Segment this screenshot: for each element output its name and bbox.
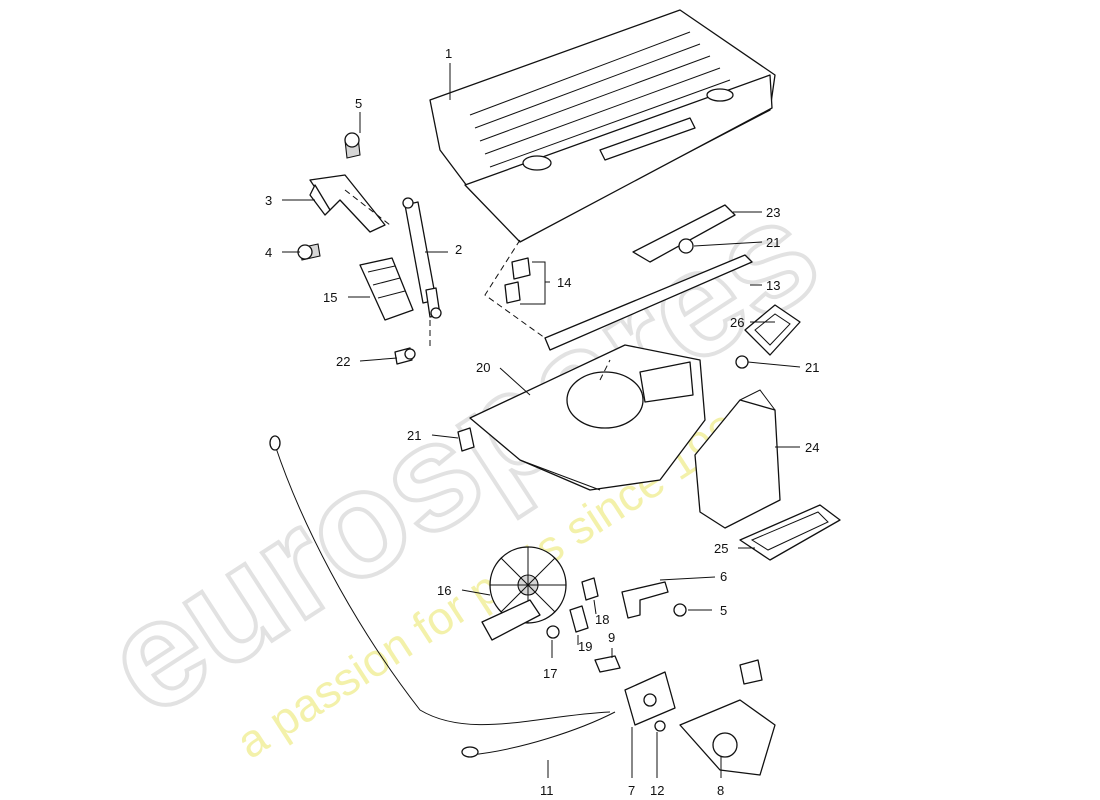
hinge-assembly bbox=[297, 132, 386, 261]
seal-strip bbox=[544, 254, 753, 351]
engine-lid-grille bbox=[429, 9, 776, 243]
callout-16: 16 bbox=[437, 583, 451, 598]
cable-11 bbox=[269, 435, 616, 758]
fan-motor-16 bbox=[481, 546, 567, 641]
callout-23: 23 bbox=[766, 205, 780, 220]
seal-25 bbox=[739, 504, 841, 561]
callout-19: 19 bbox=[578, 639, 592, 654]
bolt-21-left bbox=[457, 427, 475, 452]
callout-7: 7 bbox=[628, 783, 635, 798]
callout-labels: 1 2 3 4 5 5 6 7 8 9 11 12 13 14 15 16 17… bbox=[265, 46, 819, 798]
clips-14 bbox=[504, 257, 531, 304]
gas-strut bbox=[402, 197, 442, 319]
callout-25: 25 bbox=[714, 541, 728, 556]
callout-21-top: 21 bbox=[766, 235, 780, 250]
callout-5-top: 5 bbox=[355, 96, 362, 111]
latch-7 bbox=[624, 671, 676, 726]
callout-13: 13 bbox=[766, 278, 780, 293]
callout-8: 8 bbox=[717, 783, 724, 798]
callout-12: 12 bbox=[650, 783, 664, 798]
callout-21-right: 21 bbox=[805, 360, 819, 375]
callout-1: 1 bbox=[445, 46, 452, 61]
callout-5-bottom: 5 bbox=[720, 603, 727, 618]
bolt-9 bbox=[594, 655, 621, 673]
lock-bracket bbox=[359, 257, 414, 321]
bolt-22 bbox=[394, 347, 416, 365]
callout-11: 11 bbox=[540, 783, 554, 798]
callout-21-left: 21 bbox=[407, 428, 421, 443]
callout-22: 22 bbox=[336, 354, 350, 369]
callout-15: 15 bbox=[323, 290, 337, 305]
fasteners-17-19 bbox=[546, 577, 599, 639]
leader-lines bbox=[282, 63, 801, 778]
bracket-6 bbox=[621, 581, 687, 619]
washer-12 bbox=[654, 720, 666, 732]
callout-20: 20 bbox=[476, 360, 490, 375]
callout-6: 6 bbox=[720, 569, 727, 584]
callout-9: 9 bbox=[608, 630, 615, 645]
callout-3: 3 bbox=[265, 193, 272, 208]
construction-lines bbox=[344, 189, 611, 381]
callout-17: 17 bbox=[543, 666, 557, 681]
callout-14: 14 bbox=[557, 275, 571, 290]
cover-plate-20 bbox=[469, 344, 706, 491]
bracket-23 bbox=[632, 204, 736, 263]
callout-2: 2 bbox=[455, 242, 462, 257]
air-duct-24 bbox=[694, 389, 781, 529]
callout-18: 18 bbox=[595, 612, 609, 627]
lock-actuator-8 bbox=[679, 659, 776, 776]
callout-26: 26 bbox=[730, 315, 744, 330]
callout-24: 24 bbox=[805, 440, 819, 455]
callout-4: 4 bbox=[265, 245, 272, 260]
